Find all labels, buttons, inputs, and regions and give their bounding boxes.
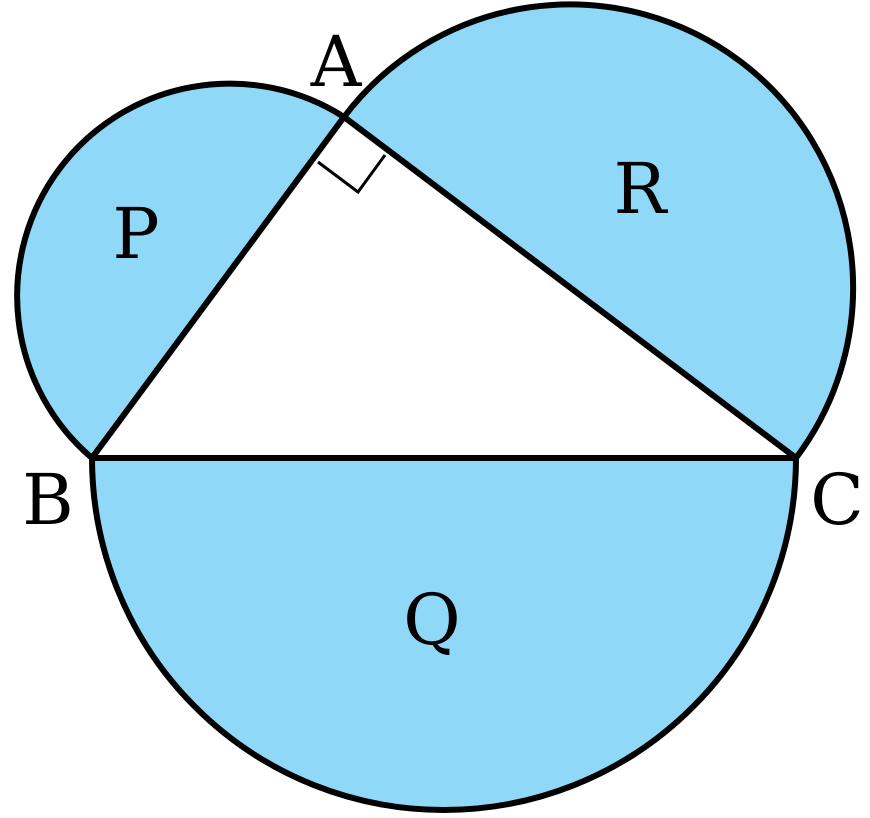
vertex-label-c: C bbox=[810, 459, 864, 541]
region-label-p: P bbox=[112, 193, 159, 275]
vertex-label-b: B bbox=[22, 459, 73, 541]
triangle-interior bbox=[92, 117, 796, 458]
semicircle-q bbox=[89, 455, 799, 813]
region-label-r: R bbox=[614, 148, 669, 230]
side-ab bbox=[89, 114, 347, 461]
right-angle-mark bbox=[317, 154, 387, 195]
side-ac bbox=[341, 114, 799, 461]
semicircle-r bbox=[341, 1, 857, 461]
semicircle-p bbox=[14, 80, 347, 461]
vertex-label-a: A bbox=[310, 21, 363, 103]
region-label-q: Q bbox=[403, 579, 460, 661]
